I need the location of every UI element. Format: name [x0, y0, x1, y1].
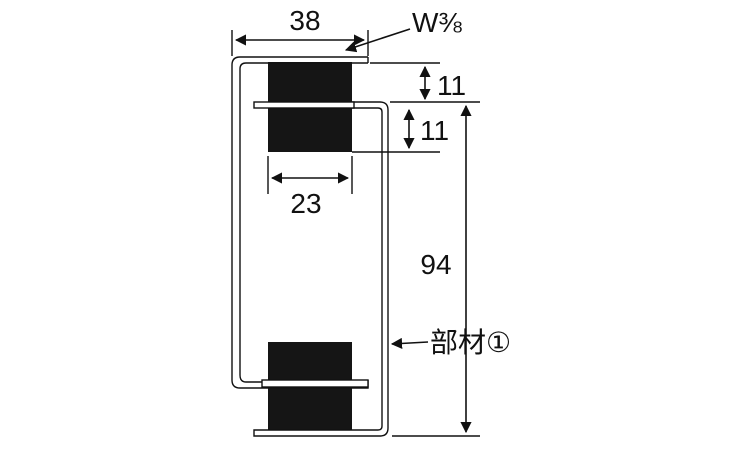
upper-roller	[268, 62, 352, 152]
thread-label: W⅜	[412, 7, 462, 38]
dimension-lower-gap-label: 11	[420, 115, 449, 146]
dimension-upper-gap-label: 11	[437, 70, 466, 101]
thread-callout: W⅜	[344, 7, 462, 53]
bracket-member-1	[231, 56, 389, 437]
dimension-width: 38	[231, 5, 369, 56]
dimension-upper-gap: 11	[370, 62, 466, 101]
dimension-width-label: 38	[289, 5, 320, 36]
dimension-height-label: 94	[420, 249, 451, 280]
member-label: 部材①	[430, 326, 511, 359]
member-callout: 部材①	[390, 326, 511, 359]
dimension-roller-label: 23	[290, 188, 321, 219]
dimension-lower-gap: 11	[352, 101, 480, 153]
dimension-roller: 23	[267, 156, 353, 219]
lower-plate	[261, 379, 369, 388]
dimension-height: 94	[392, 104, 480, 437]
lower-roller	[268, 342, 352, 430]
upper-plate	[253, 101, 355, 109]
